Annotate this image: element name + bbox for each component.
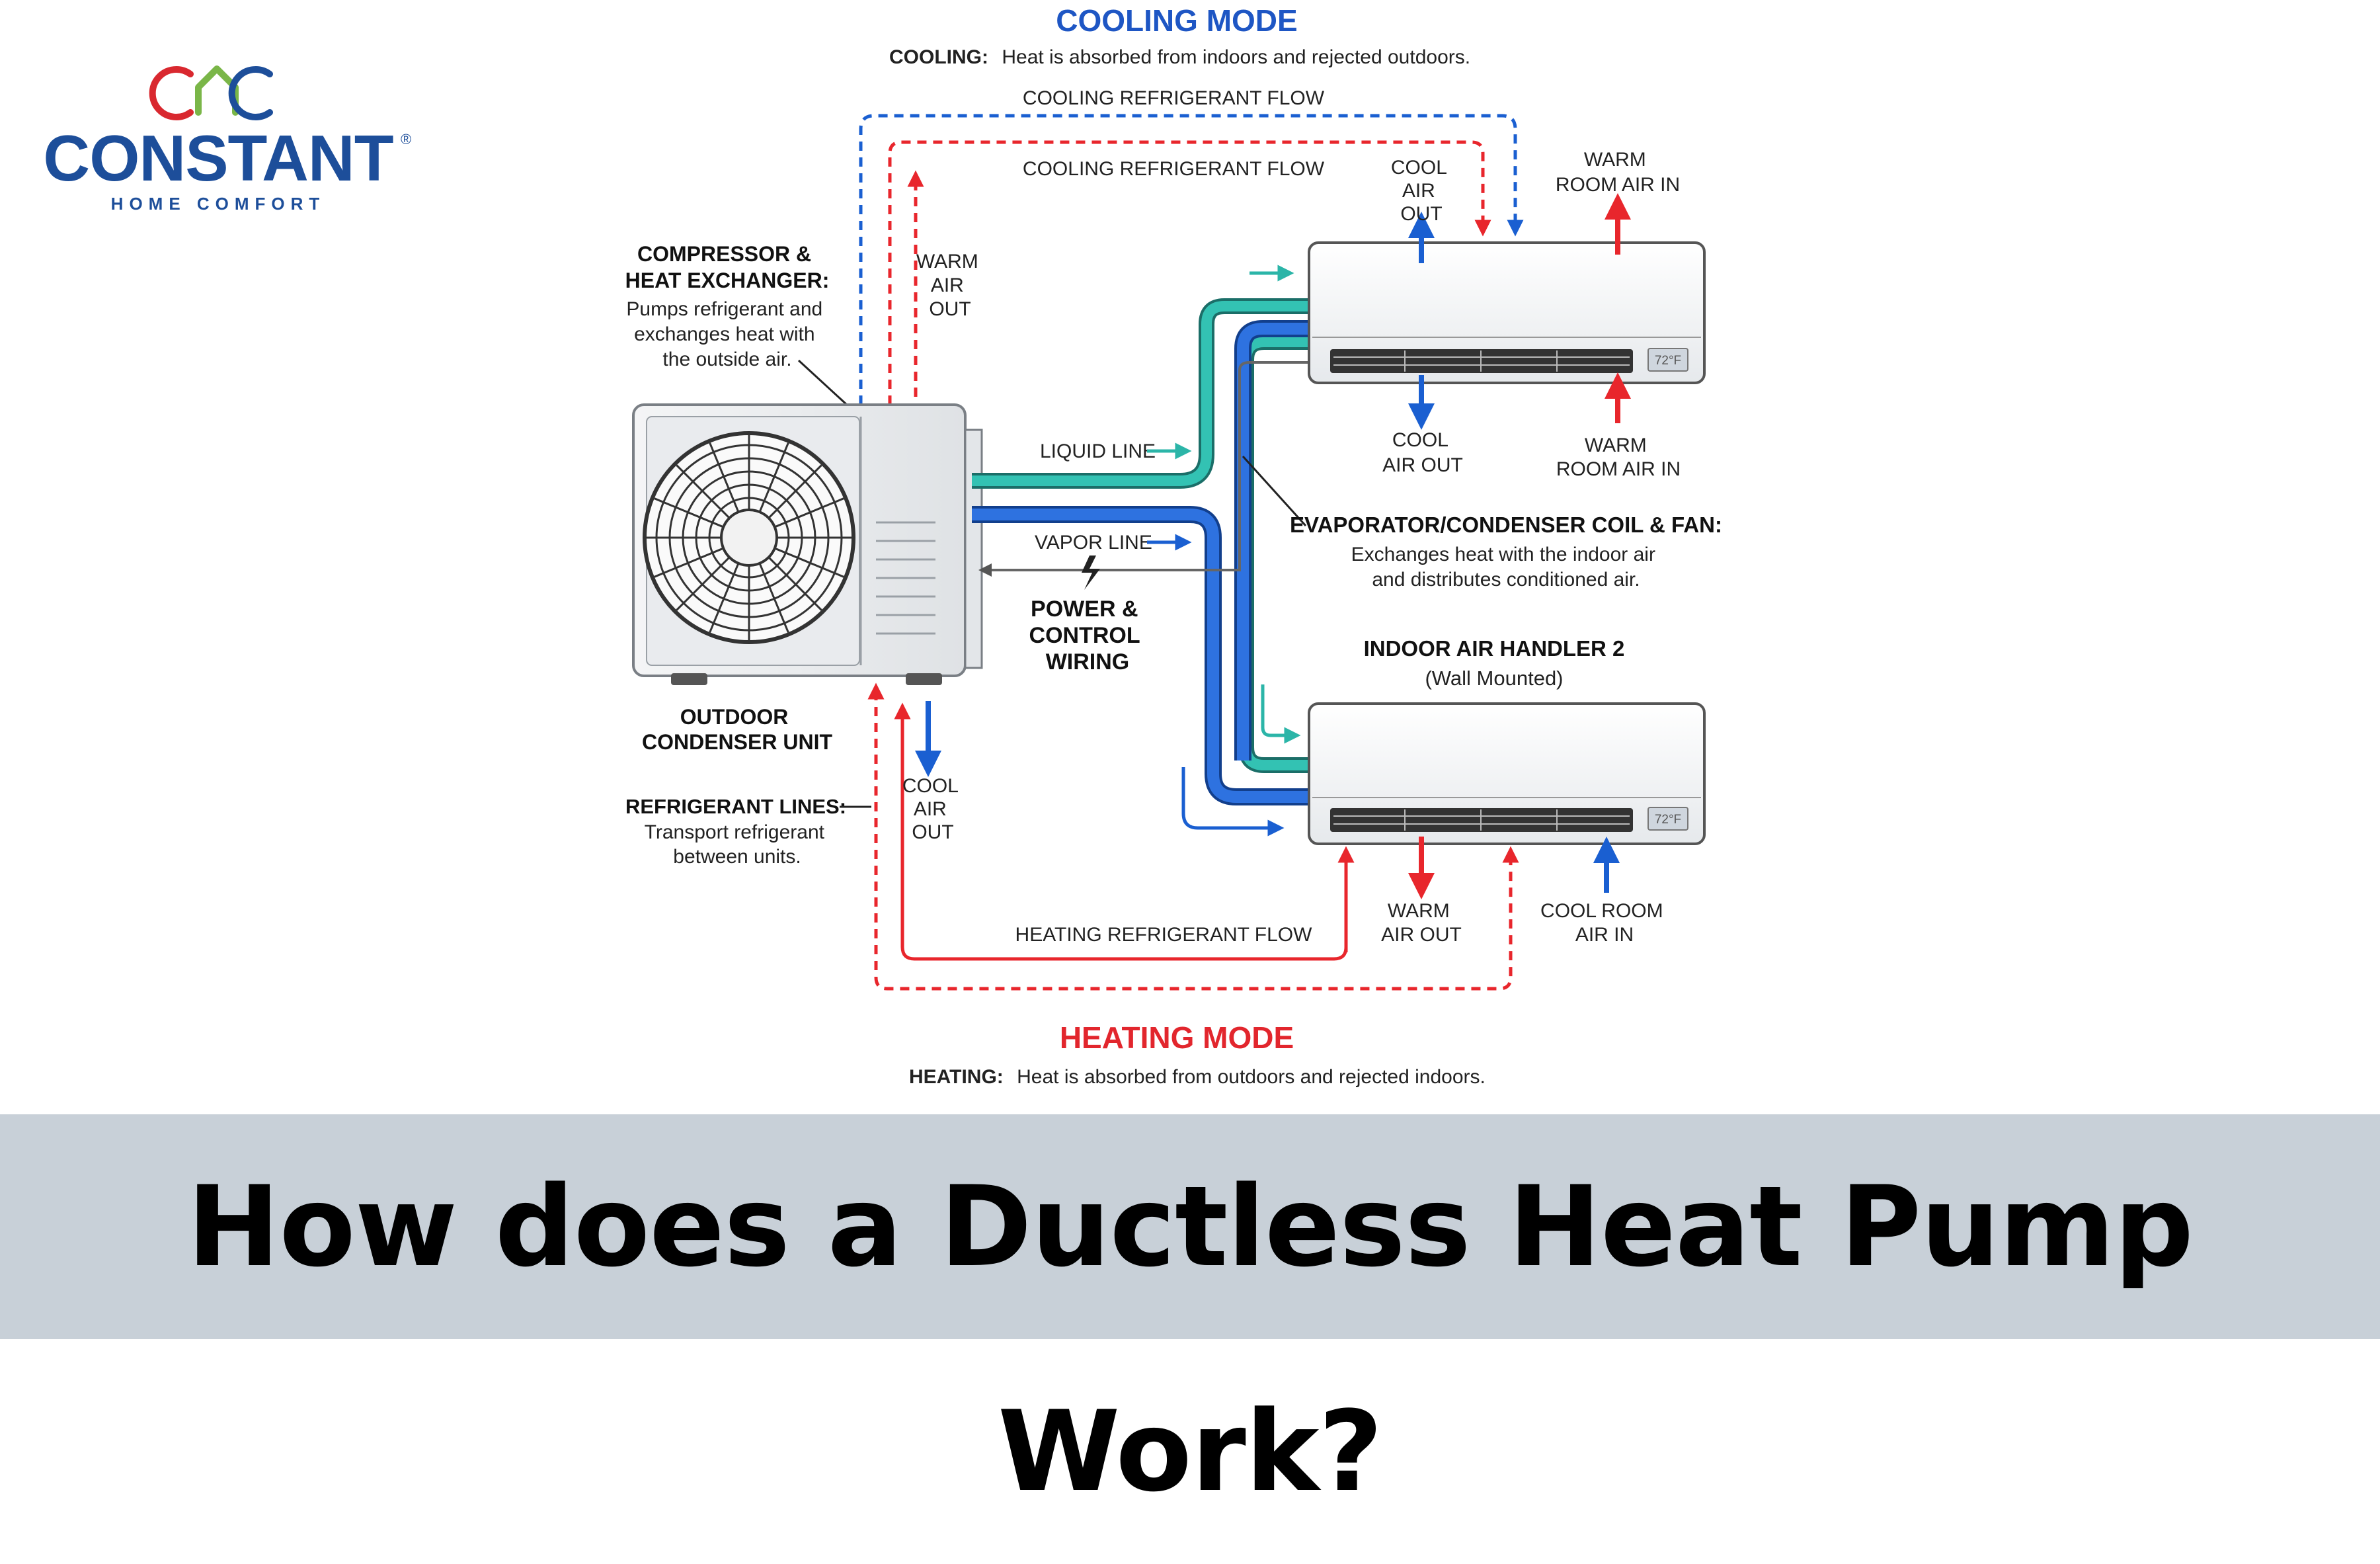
fan-spoke	[768, 556, 822, 611]
heating-flow-dashed-loop-outer	[867, 682, 1519, 991]
outdoor-condenser-unit	[632, 403, 983, 685]
compressor-title: COMPRESSOR & HEAT EXCHANGER:	[625, 242, 830, 292]
heat-pump-diagram: COOLING MODE COOLING: Heat is absorbed f…	[625, 3, 1722, 1088]
cool-air-out-unit1-label: COOL AIR OUT	[1382, 429, 1463, 476]
evaporator-description: Exchanges heat with the indoor air and d…	[1351, 544, 1661, 591]
fan-spoke	[758, 442, 789, 513]
side-vents	[876, 521, 935, 635]
power-wiring-label: POWER & CONTROL WIRING	[1029, 597, 1146, 675]
cooling-flow-outer-label: COOLING REFRIGERANT FLOW	[1023, 87, 1325, 109]
evaporator-leader-line	[1242, 455, 1307, 527]
fan-spoke	[774, 547, 844, 578]
warm-air-out-outdoor-label: WARM AIR OUT	[916, 251, 984, 320]
cool-room-air-in-unit2-label: COOL ROOM AIR IN	[1540, 900, 1669, 946]
refrigerant-lines-description: Transport refrigerant between units.	[645, 821, 830, 868]
cooling-mode-title: COOLING MODE	[1056, 3, 1297, 38]
heating-flow-solid-loop	[894, 702, 1348, 961]
indoor-air-handler-2: 72°F	[1308, 702, 1706, 845]
brand-name: CONSTANT	[43, 122, 393, 194]
handler2-title: INDOOR AIR HANDLER 2	[1364, 636, 1625, 661]
fan-spoke	[709, 442, 740, 513]
liquid-line-branch-2	[1238, 334, 1312, 773]
heating-description: HEATING: Heat is absorbed from outdoors …	[909, 1066, 1486, 1088]
outdoor-unit-label: OUTDOOR CONDENSER UNIT	[642, 705, 832, 754]
indoor-air-handler-1: 72°F	[1308, 241, 1706, 384]
cooling-desc-text: Heat is absorbed from indoors and reject…	[1002, 46, 1470, 68]
heating-mode-title: HEATING MODE	[1060, 1020, 1294, 1055]
evaporator-title: EVAPORATOR/CONDENSER COIL & FAN:	[1290, 513, 1722, 537]
warm-air-out-unit2-label: WARM AIR OUT	[1381, 900, 1462, 946]
cooling-flow-outer-loop	[859, 114, 1524, 405]
cool-air-out-top-label: COOL AIR OUT	[1391, 157, 1452, 225]
power-wiring-line	[978, 361, 1312, 577]
fan-spoke	[676, 556, 731, 611]
constant-logo	[149, 65, 273, 120]
brand-tagline: HOME COMFORT	[110, 194, 326, 214]
unit2-display: 72°F	[1655, 813, 1681, 827]
heating-flow-label: HEATING REFRIGERANT FLOW	[1015, 924, 1313, 946]
warm-room-air-in-top-label: WARM ROOM AIR IN	[1556, 149, 1680, 196]
fan-spoke	[654, 547, 724, 578]
warm-room-air-in-unit1-label: WARM ROOM AIR IN	[1556, 434, 1681, 480]
fan-grille	[643, 431, 855, 644]
refrigerant-lines-title: REFRIGERANT LINES:	[625, 795, 846, 818]
compressor-description: Pumps refrigerant and exchanges heat wit…	[626, 298, 828, 370]
fan-spoke	[676, 464, 731, 519]
page-title: How does a Ductless Heat Pump Work?	[186, 1162, 2194, 1516]
liquid-line-label: LIQUID LINE	[1040, 440, 1156, 462]
liquid-flow-arrow-unit2	[1261, 684, 1301, 744]
logo-c-left-icon	[149, 66, 194, 120]
cooling-flow-inner-loop	[888, 140, 1491, 405]
lightning-icon	[1082, 556, 1100, 590]
fan-spoke	[758, 563, 789, 633]
unit1-display: 72°F	[1655, 354, 1681, 368]
vapor-line-label: VAPOR LINE	[1035, 532, 1152, 554]
heating-desc-text: Heat is absorbed from outdoors and rejec…	[1017, 1066, 1486, 1088]
cooling-description: COOLING: Heat is absorbed from indoors a…	[889, 46, 1470, 68]
fan-spoke	[768, 464, 822, 519]
vapor-line-pipe	[972, 506, 1312, 805]
cooling-desc-label: COOLING:	[889, 46, 988, 68]
diagram-area: COOLING MODE COOLING: Heat is absorbed f…	[43, 3, 1722, 1088]
logo-c-right-icon	[228, 66, 273, 120]
logo-house-icon	[195, 65, 239, 116]
fan-spoke	[654, 497, 724, 528]
fan-spoke	[774, 497, 844, 528]
fan-spoke	[709, 563, 740, 633]
footer-banner: How does a Ductless Heat Pump Work?	[0, 1114, 2380, 1516]
brand-registered-mark: ®	[401, 131, 412, 147]
cooling-flow-inner-label: COOLING REFRIGERANT FLOW	[1023, 158, 1325, 180]
cool-air-out-outdoor-label: COOL AIR OUT	[902, 775, 963, 843]
heating-desc-label: HEATING:	[909, 1066, 1004, 1088]
handler2-subtitle: (Wall Mounted)	[1425, 667, 1563, 690]
